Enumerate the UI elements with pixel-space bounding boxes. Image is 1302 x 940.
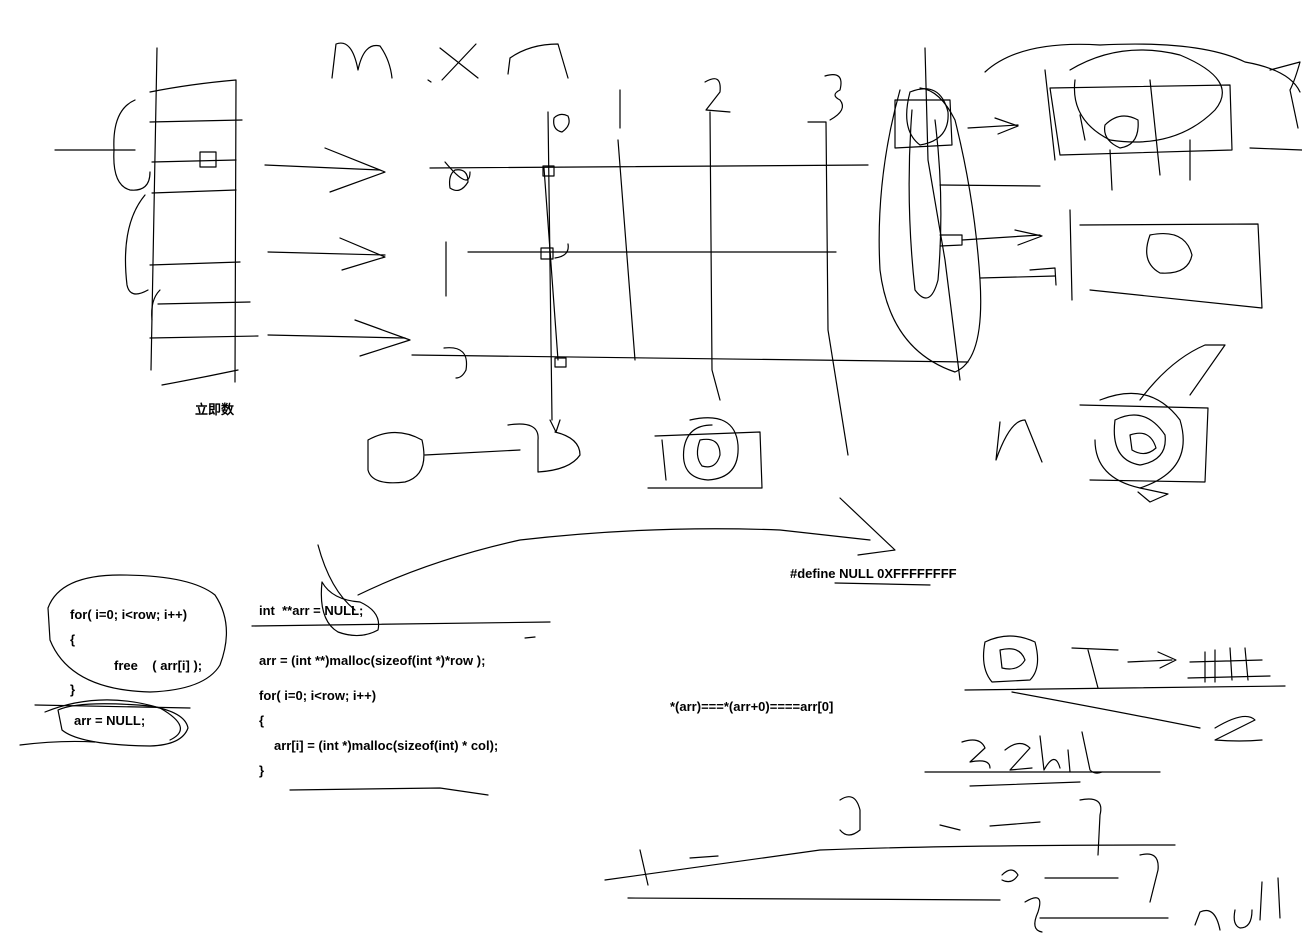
row-indices: [444, 162, 470, 378]
define-null-label: #define NULL 0XFFFFFFFF: [790, 566, 957, 582]
free-call: free ( arr[i] );: [114, 658, 202, 674]
alloc-close-brace: }: [259, 763, 264, 779]
right-cluster-scribbles: [879, 44, 1302, 502]
bottom-sketch-digits: [368, 418, 762, 488]
memory-column-sketch: [55, 48, 258, 385]
arr-declaration: int **arr = NULL;: [259, 603, 363, 619]
arr-malloc-cols: arr[i] = (int *)malloc(sizeof(int) * col…: [274, 738, 498, 754]
alloc-loop-header: for( i=0; i<row; i++): [259, 688, 376, 704]
arr-null-assign: arr = NULL;: [74, 713, 145, 729]
column-indices: [554, 75, 843, 132]
arr-malloc-rows: arr = (int **)malloc(sizeof(int *)*row )…: [259, 653, 485, 669]
immediate-label: 立即数: [195, 402, 234, 418]
alloc-code-scribbles: [252, 622, 550, 795]
deref-note: *(arr)===*(arr+0)====arr[0]: [670, 699, 833, 715]
m-by-n-scribble: [332, 43, 568, 82]
free-close-brace: }: [70, 682, 75, 698]
alloc-open-brace: {: [259, 713, 264, 729]
free-open-brace: {: [70, 632, 75, 648]
bottom-right-scribbles: [605, 636, 1285, 932]
pointer-arrows: [265, 148, 410, 356]
free-loop-header: for( i=0; i<row; i++): [70, 607, 187, 623]
